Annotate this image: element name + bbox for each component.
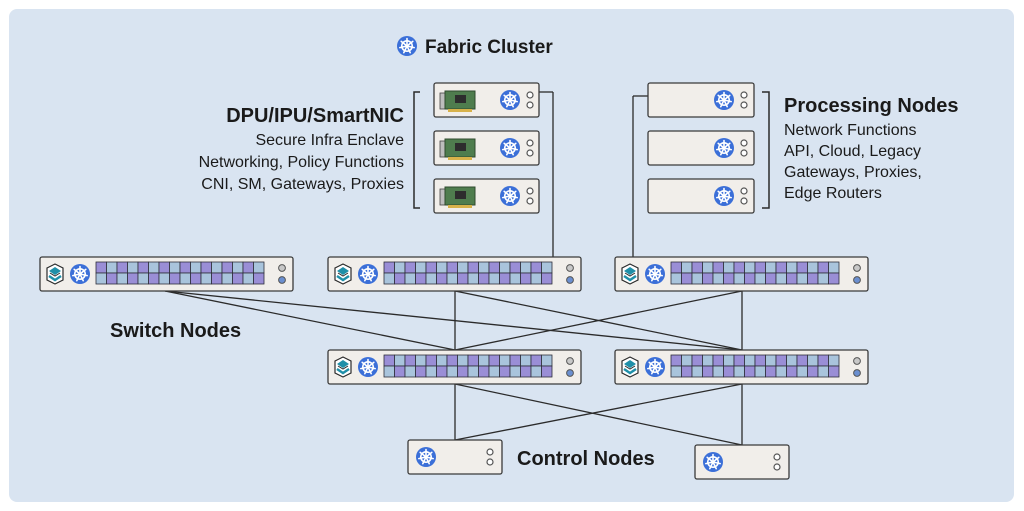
kubernetes-icon xyxy=(357,356,379,378)
kubernetes-icon xyxy=(415,446,437,468)
nic-card-icon xyxy=(439,90,476,112)
kubernetes-icon xyxy=(499,185,521,207)
processing-node-stack xyxy=(647,82,755,214)
processing-line: Network Functions xyxy=(784,122,917,139)
dpu-line: Networking, Policy Functions xyxy=(199,154,404,171)
switch-node xyxy=(614,349,869,385)
dpu-heading: DPU/IPU/SmartNIC xyxy=(226,105,404,127)
kubernetes-icon xyxy=(357,263,379,285)
processing-heading: Processing Nodes xyxy=(784,95,959,117)
fabric-logo-icon xyxy=(333,262,353,286)
switch-node-tier xyxy=(39,256,869,385)
switch-node xyxy=(614,256,869,292)
switch-port-grid xyxy=(670,354,840,378)
switch-port-grid xyxy=(383,354,553,378)
processing-bracket xyxy=(762,91,770,209)
dpu-node xyxy=(433,82,540,118)
control-node-tier xyxy=(407,439,790,480)
switch-node xyxy=(39,256,294,292)
control-node xyxy=(694,444,790,480)
dpu-node xyxy=(433,130,540,166)
processing-node xyxy=(647,130,755,166)
processing-line: API, Cloud, Legacy xyxy=(784,143,921,160)
kubernetes-icon xyxy=(396,35,418,57)
dpu-bracket xyxy=(413,91,420,209)
switch-nodes-label: Switch Nodes xyxy=(110,320,241,342)
control-node xyxy=(407,439,503,475)
cluster-title: Fabric Cluster xyxy=(396,35,553,58)
kubernetes-icon xyxy=(713,137,735,159)
nic-card-icon xyxy=(439,186,476,208)
kubernetes-icon xyxy=(499,89,521,111)
fabric-logo-icon xyxy=(620,355,640,379)
switch-port-grid xyxy=(95,261,265,285)
processing-label-block: Processing Nodes Network Functions API, … xyxy=(784,95,959,202)
cluster-title-text: Fabric Cluster xyxy=(425,37,553,58)
processing-node xyxy=(647,178,755,214)
kubernetes-icon xyxy=(713,185,735,207)
dpu-line: Secure Infra Enclave xyxy=(255,132,404,149)
kubernetes-icon xyxy=(702,451,724,473)
dpu-line: CNI, SM, Gateways, Proxies xyxy=(201,176,404,193)
dpu-label-block: DPU/IPU/SmartNIC Secure Infra Enclave Ne… xyxy=(199,105,405,193)
fabric-logo-icon xyxy=(620,262,640,286)
processing-node xyxy=(647,82,755,118)
dpu-node-stack xyxy=(433,82,540,214)
dpu-node xyxy=(433,178,540,214)
kubernetes-icon xyxy=(713,89,735,111)
control-nodes-label: Control Nodes xyxy=(517,448,655,470)
kubernetes-icon xyxy=(69,263,91,285)
kubernetes-icon xyxy=(499,137,521,159)
processing-line: Edge Routers xyxy=(784,185,882,202)
network-links xyxy=(164,91,743,446)
processing-line: Gateways, Proxies, xyxy=(784,164,922,181)
fabric-logo-icon xyxy=(333,355,353,379)
fabric-logo-icon xyxy=(45,262,65,286)
switch-port-grid xyxy=(670,261,840,285)
switch-port-grid xyxy=(383,261,553,285)
kubernetes-icon xyxy=(644,356,666,378)
switch-node xyxy=(327,256,582,292)
nic-card-icon xyxy=(439,138,476,160)
switch-node xyxy=(327,349,582,385)
kubernetes-icon xyxy=(644,263,666,285)
